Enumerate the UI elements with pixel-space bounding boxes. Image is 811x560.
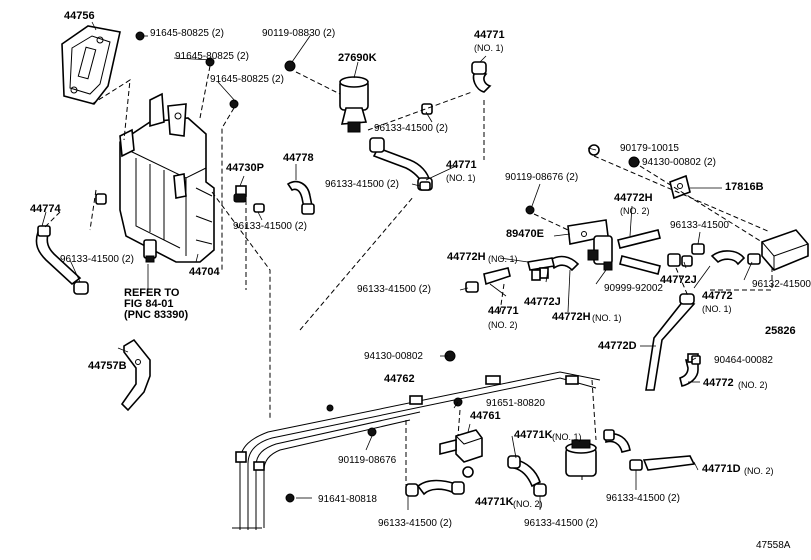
label-96133-41500-e: 96133-41500 — [670, 220, 729, 231]
hose-44771-no1-top — [471, 61, 492, 93]
hose-44772D — [645, 293, 696, 391]
label-44772J-mid: 44772J — [524, 296, 561, 308]
label-44774: 44774 — [30, 203, 61, 215]
label-44772J-right: 44772J — [660, 274, 697, 286]
label-44771-top: 44771 — [474, 29, 505, 41]
label-44772-no1: 44772 — [702, 290, 733, 302]
label-44771-low: 44771 — [488, 305, 519, 317]
clip — [253, 203, 265, 213]
label-96133-41500-f: 96133-41500 (2) — [357, 284, 431, 295]
label-44762: 44762 — [384, 373, 415, 385]
label-44771-mid: 44771 — [446, 159, 477, 171]
label-96132-41500: 96132-41500 — [752, 279, 811, 290]
label-44756: 44756 — [64, 10, 95, 22]
hose-44772H-no1-mid — [527, 255, 580, 272]
vsv-89470E — [567, 219, 613, 271]
label-90464-00082: 90464-00082 — [714, 355, 773, 366]
label-90119-08830: 90119-08830 (2) — [262, 28, 336, 39]
label-44771-top-note: (NO. 1) — [474, 43, 504, 53]
sensor-connector — [143, 239, 157, 263]
label-44772D: 44772D — [598, 340, 637, 352]
hose-44778 — [286, 180, 315, 215]
label-44771K-no1: 44771K — [514, 429, 553, 441]
label-44704: 44704 — [189, 266, 220, 278]
label-96133-41500-b: 96133-41500 (2) — [325, 179, 399, 190]
label-96133-41500-c: 96133-41500 (2) — [233, 221, 307, 232]
label-25826: 25826 — [765, 325, 796, 337]
label-44772H-no2-note: (NO. 2) — [620, 206, 650, 216]
label-96133-41500-a: 96133-41500 (2) — [374, 123, 448, 134]
label-44772H-no1-a: 44772H — [447, 251, 486, 263]
fasteners — [135, 31, 701, 503]
hose-44772-no1 — [691, 243, 761, 266]
vapor-line-assembly-44762 — [232, 371, 601, 530]
reservoir-tank-44704 — [119, 92, 215, 263]
label-91645-80825-a: 91645-80825 (2) — [150, 28, 224, 39]
label-91645-80825-c: 91645-80825 (2) — [210, 74, 284, 85]
label-96133-41500-g: 96133-41500 (2) — [378, 518, 452, 529]
label-94130-00802-b: 94130-00802 — [364, 351, 423, 362]
bracket-44757B — [120, 338, 151, 412]
label-27690K: 27690K — [338, 52, 377, 64]
junction-44761 — [439, 429, 483, 478]
label-96133-41500-h: 96133-41500 (2) — [524, 518, 598, 529]
connector-44730P — [233, 185, 247, 203]
label-44772-no2: 44772 — [703, 377, 734, 389]
label-44757B: 44757B — [88, 360, 127, 372]
label-44772-no1-note: (NO. 1) — [702, 304, 732, 314]
bracket-17816B — [669, 174, 691, 200]
label-96133-41500-d: 96133-41500 (2) — [60, 254, 134, 265]
label-91641-80818: 91641-80818 — [318, 494, 377, 505]
hose-44772J-right — [667, 253, 693, 267]
filter-chamber — [565, 439, 597, 477]
label-44771D-no2: 44771D — [702, 463, 741, 475]
label-44771-mid-note: (NO. 1) — [446, 173, 476, 183]
label-refer-line1: REFER TO — [124, 287, 180, 299]
label-44771D-no2-note: (NO. 2) — [744, 466, 774, 476]
label-44778: 44778 — [283, 152, 314, 164]
label-91651-80820: 91651-80820 — [486, 398, 545, 409]
label-refer-line2: FIG 84-01 — [124, 298, 174, 310]
label-90119-08676-a: 90119-08676 (2) — [505, 172, 579, 183]
label-44772H-no1-b-note: (NO. 1) — [592, 313, 622, 323]
label-44761: 44761 — [470, 410, 501, 422]
label-90119-08676-b: 90119-08676 — [338, 455, 397, 466]
dashed-connections — [43, 65, 773, 488]
label-figure-code: 47558A — [756, 540, 791, 551]
hose-44771K-no1 — [507, 455, 547, 497]
label-44771K-no2-note: (NO. 2) — [513, 499, 543, 509]
label-44730P: 44730P — [226, 162, 264, 174]
label-44772H-no2: 44772H — [614, 192, 653, 204]
label-44772H-no1-b: 44772H — [552, 311, 591, 323]
hose-44772H-no2 — [617, 229, 661, 249]
hose-44772J-mid — [531, 267, 549, 281]
label-91645-80825-b: 91645-80825 (2) — [175, 51, 249, 62]
grommet — [95, 193, 107, 205]
canister-25826 — [761, 229, 809, 271]
label-90999-92002: 90999-92002 — [604, 283, 663, 294]
valve-27690K — [339, 76, 369, 133]
hose-44772H-no1-right — [619, 255, 661, 275]
bracket-plate-44756 — [61, 25, 121, 105]
label-44772-no2-note: (NO. 2) — [738, 380, 768, 390]
hose-44771K-no2 — [405, 479, 465, 497]
label-89470E: 89470E — [506, 228, 544, 240]
label-44771K-no1-note: (NO. 1) — [552, 432, 582, 442]
label-44772H-no1-a-note: (NO. 1) — [488, 254, 518, 264]
hose-44771-no2 — [465, 267, 511, 293]
label-refer-line3: (PNC 83390) — [124, 309, 189, 321]
hose-44771D-no2 — [603, 429, 696, 471]
label-90179-10015: 90179-10015 — [620, 143, 679, 154]
label-96133-41500-i: 96133-41500 (2) — [606, 493, 680, 504]
label-44771-low-note: (NO. 2) — [488, 320, 518, 330]
label-17816B: 17816B — [725, 181, 764, 193]
label-44771K-no2: 44771K — [475, 496, 514, 508]
leader-lines — [41, 21, 753, 510]
hose-44774 — [35, 225, 89, 295]
label-94130-00802-a: 94130-00802 (2) — [642, 157, 716, 168]
